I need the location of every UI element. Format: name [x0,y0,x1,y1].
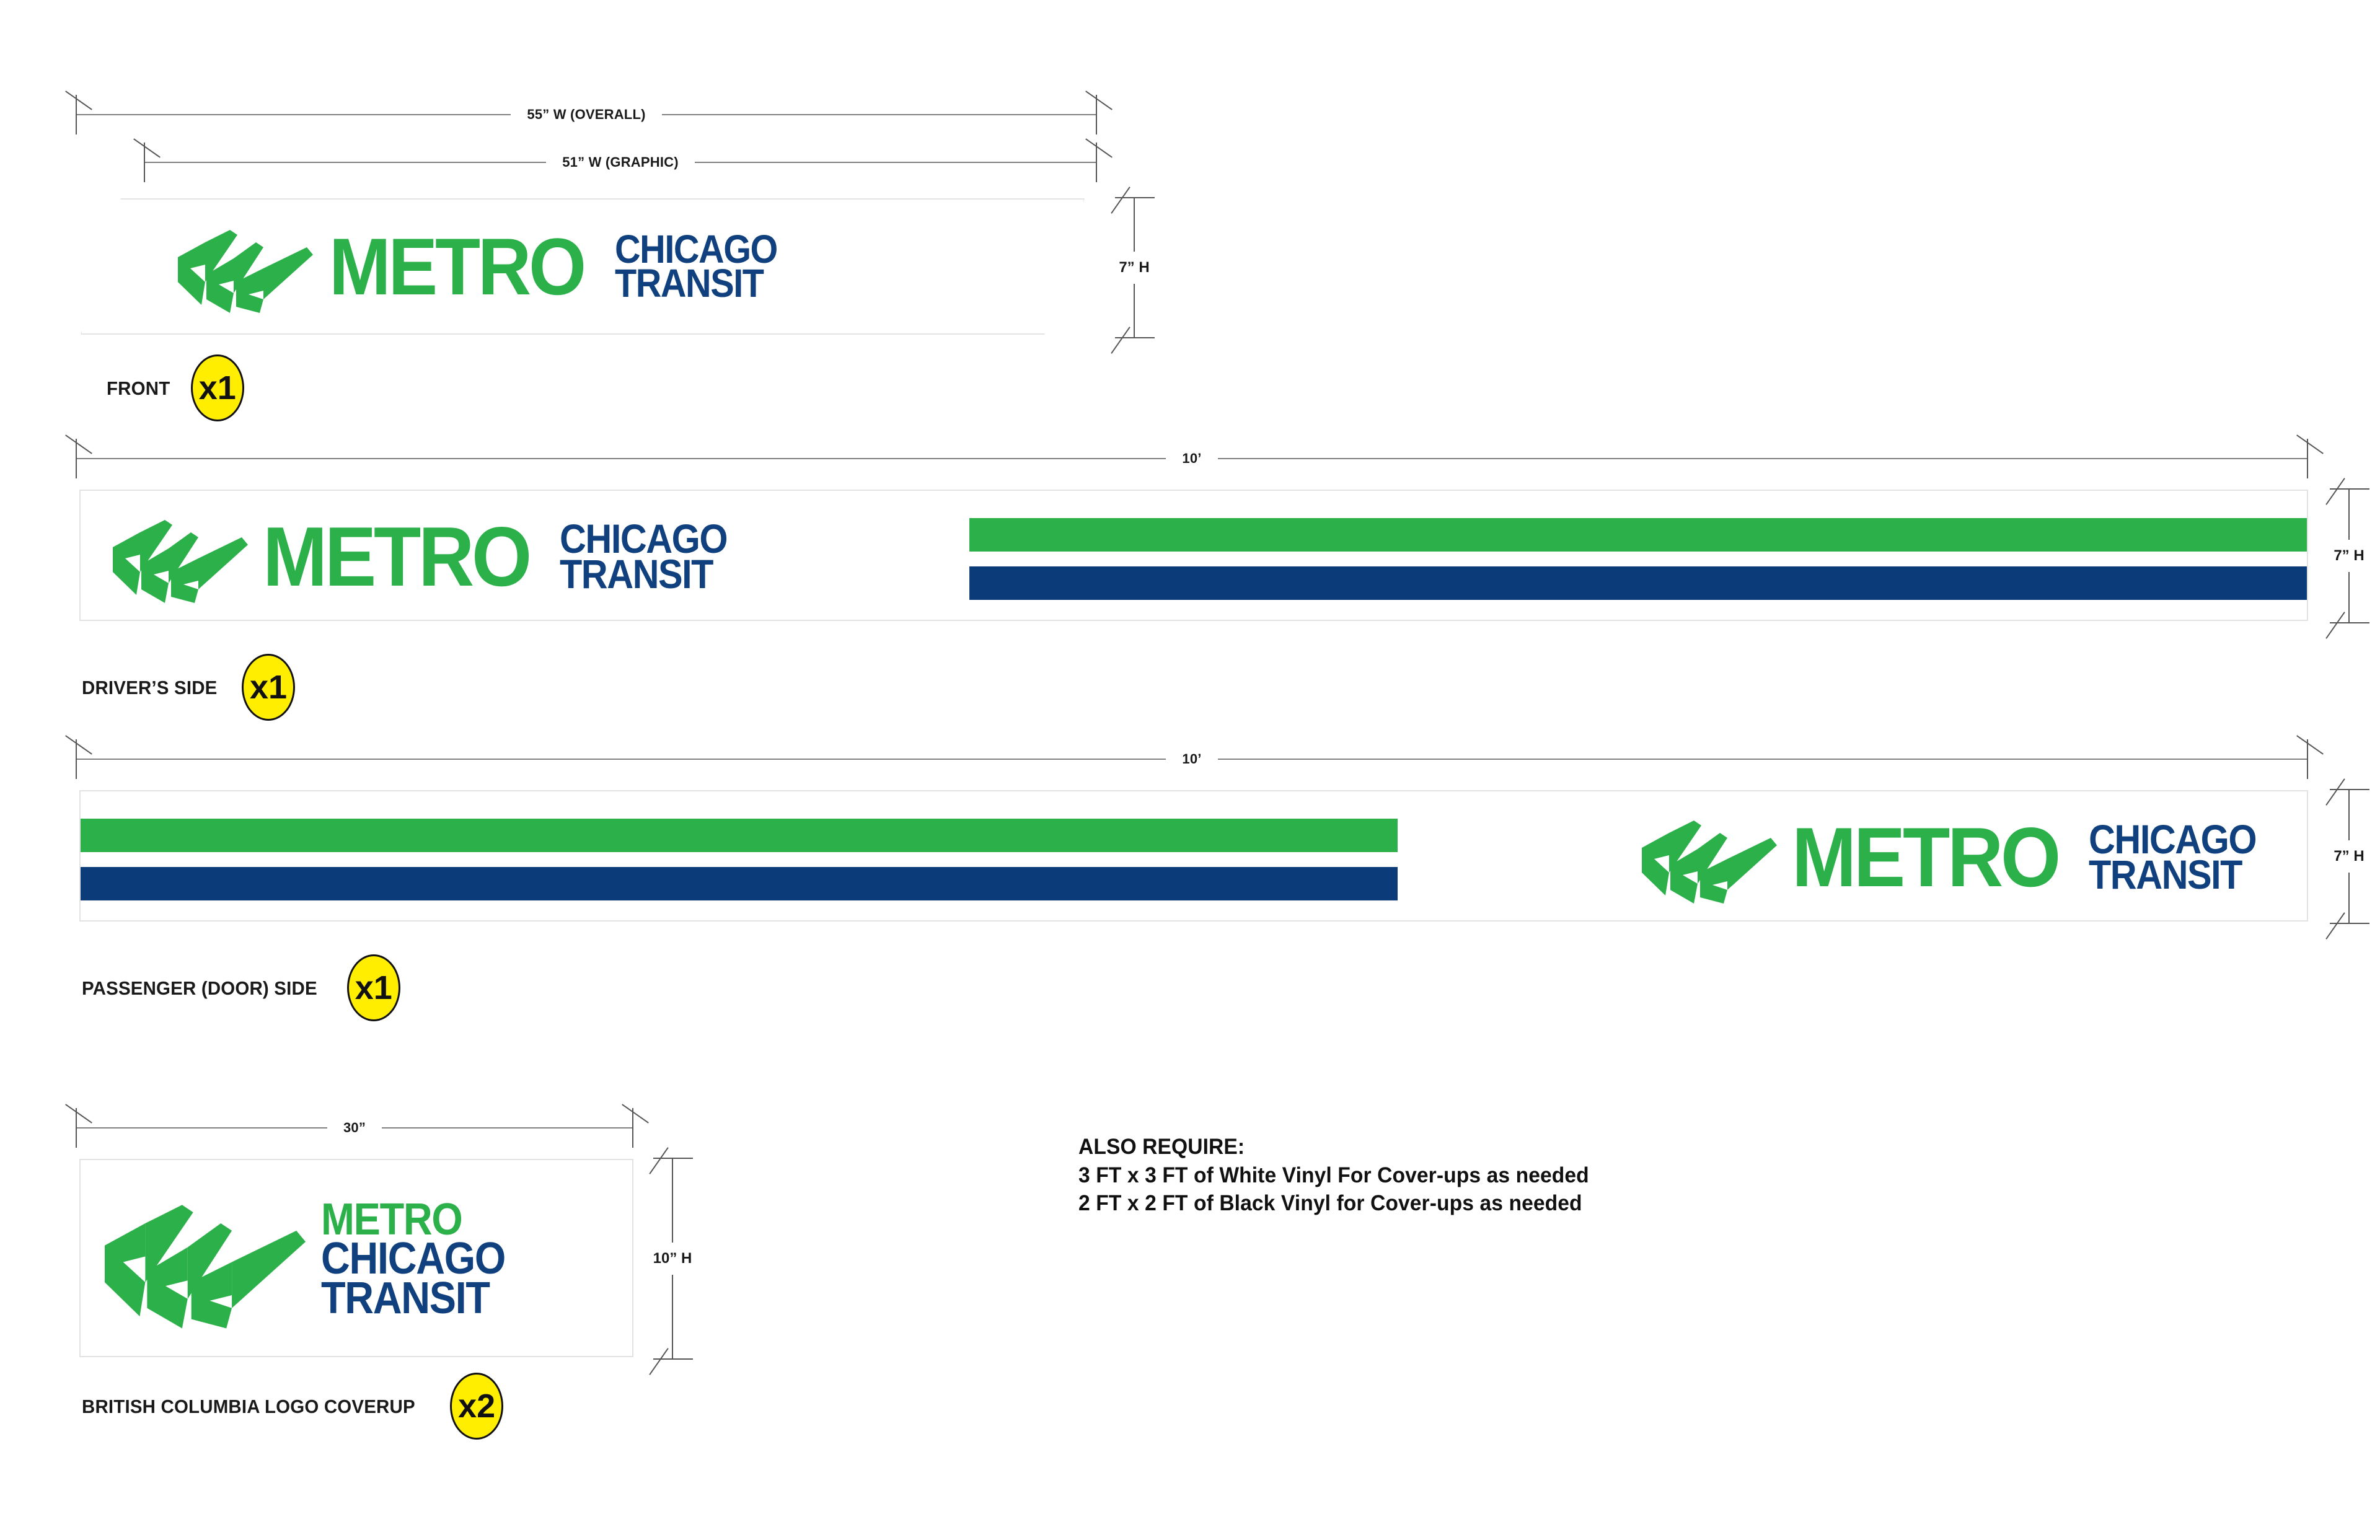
dimension-tick [76,439,77,478]
dimension-tick [653,1358,693,1360]
dimension-tick [1115,337,1155,338]
quantity-badge-coverup: x2 [450,1373,504,1440]
logo-lockup-passenger-side: METRO CHICAGO TRANSIT [1641,807,2275,907]
logo-word-metro: METRO [263,509,532,604]
dimension-label-coverup-width: 30” [343,1120,366,1135]
dimension-rule [76,458,1166,459]
dimension-rule [2348,488,2350,540]
dimension-tick [2307,439,2308,478]
dimension-tick [2330,488,2369,490]
stripe-green-passenger-side [81,819,1398,852]
panel-caption-front: FRONT [107,377,170,399]
dimension-tick [653,1158,693,1159]
dimension-tick [144,143,145,182]
metro-chevrons-icon [103,1188,307,1331]
dimension-label-front-graphic-width: 51” W (GRAPHIC) [562,154,679,170]
dimension-rule [2348,789,2350,840]
dimension-label-front-height: 7” H [1119,259,1150,276]
notes-heading: ALSO REQUIRE: [1078,1135,1245,1159]
dimension-tick [1096,95,1097,134]
logo-wordmark-drivers-side: METRO CHICAGO TRANSIT [263,509,746,604]
dimension-tick [1096,143,1097,182]
dimension-tick [2307,739,2308,779]
dimension-rule [76,114,511,115]
logo-word-metro: METRO [1791,809,2061,904]
logo-word-metro: METRO [329,221,586,312]
dimension-tick [1115,197,1155,198]
dimension-tick [76,1108,77,1148]
artwork-panel-front: METRO CHICAGO TRANSIT [81,198,1085,335]
caption-row-coverup: BRITISH COLUMBIA LOGO COVERUP x2 [82,1373,504,1440]
dimension-rule [1134,197,1135,252]
logo-word-transit: TRANSIT [2088,851,2242,897]
dimension-label-drivers-side-width: 10’ [1182,451,1202,466]
logo-wordmark-passenger-side: METRO CHICAGO TRANSIT [1791,809,2275,904]
artwork-panel-passenger-side: METRO CHICAGO TRANSIT [79,790,2308,922]
logo-word-chicago: CHICAGO [2088,816,2257,863]
dimension-label-drivers-side-height: 7” H [2334,547,2365,564]
caption-row-drivers-side: DRIVER’S SIDE x1 [82,654,295,721]
dimension-tick [76,739,77,779]
dimension-rule [1134,284,1135,338]
metro-chevrons-icon [112,510,249,603]
logo-word-metro: METRO [321,1194,463,1244]
logo-word-transit: TRANSIT [614,261,764,306]
dimension-rule [2348,873,2350,924]
dimension-label-front-overall-width: 55” W (OVERALL) [527,107,646,122]
metro-chevrons-icon [1641,811,1778,904]
quantity-badge-drivers-side: x1 [241,654,295,721]
logo-lockup-front: METRO CHICAGO TRANSIT [177,217,795,316]
notes-line: 2 FT x 2 FT of Black Vinyl for Cover-ups… [1078,1191,1582,1215]
dimension-tick [76,95,77,134]
dimension-label-passenger-side-height: 7” H [2334,848,2365,865]
quantity-badge-front: x1 [190,354,244,421]
quantity-badge-passenger-side: x1 [346,954,400,1021]
panel-caption-passenger-side: PASSENGER (DOOR) SIDE [82,977,317,999]
stripe-navy-drivers-side [969,566,2307,600]
dimension-rule [661,114,1098,115]
dimension-tick [2330,622,2369,623]
panel-caption-drivers-side: DRIVER’S SIDE [82,676,218,698]
dimension-rule [672,1275,673,1360]
dimension-rule [1217,759,2308,760]
dimension-label-passenger-side-width: 10’ [1182,751,1202,767]
dimension-rule [1217,458,2308,459]
logo-wordmark-front: METRO CHICAGO TRANSIT [329,221,795,312]
also-require-notes: ALSO REQUIRE: 3 FT x 3 FT of White Vinyl… [1078,1133,1610,1218]
logo-word-transit: TRANSIT [321,1273,490,1323]
metro-chevrons-icon [177,220,314,313]
dimension-rule [382,1127,634,1129]
notes-line: 3 FT x 3 FT of White Vinyl For Cover-ups… [1078,1163,1589,1187]
stripe-navy-passenger-side [81,867,1398,900]
dimension-rule [2348,572,2350,623]
logo-word-chicago: CHICAGO [614,226,778,271]
artwork-panel-drivers-side: METRO CHICAGO TRANSIT [79,490,2308,621]
logo-word-transit: TRANSIT [560,551,713,597]
dimension-rule [672,1158,673,1243]
dimension-rule [76,759,1166,760]
logo-word-chicago-transit: CHICAGO TRANSIT [560,516,746,597]
dimension-tick [632,1108,633,1148]
dimension-rule [76,1127,327,1129]
logo-wordmark-coverup: METRO CHICAGO TRANSIT [321,1194,526,1323]
stripe-green-drivers-side [969,518,2307,552]
logo-lockup-coverup: METRO CHICAGO TRANSIT [103,1185,526,1334]
dimension-rule [694,162,1097,163]
caption-row-passenger-side: PASSENGER (DOOR) SIDE x1 [82,954,400,1021]
dimension-rule [144,162,547,163]
caption-row-front: FRONT x1 [107,354,244,421]
logo-lockup-drivers-side: METRO CHICAGO TRANSIT [112,507,746,606]
dimension-tick [2330,923,2369,924]
logo-word-chicago: CHICAGO [321,1234,506,1284]
logo-word-chicago-transit: CHICAGO TRANSIT [2088,816,2275,897]
artwork-panel-coverup: METRO CHICAGO TRANSIT [79,1159,633,1357]
dimension-label-coverup-height: 10” H [653,1250,692,1267]
logo-word-chicago: CHICAGO [560,516,728,562]
dimension-tick [2330,789,2369,790]
panel-caption-coverup: BRITISH COLUMBIA LOGO COVERUP [82,1395,415,1417]
logo-word-chicago-transit: CHICAGO TRANSIT [614,226,795,306]
